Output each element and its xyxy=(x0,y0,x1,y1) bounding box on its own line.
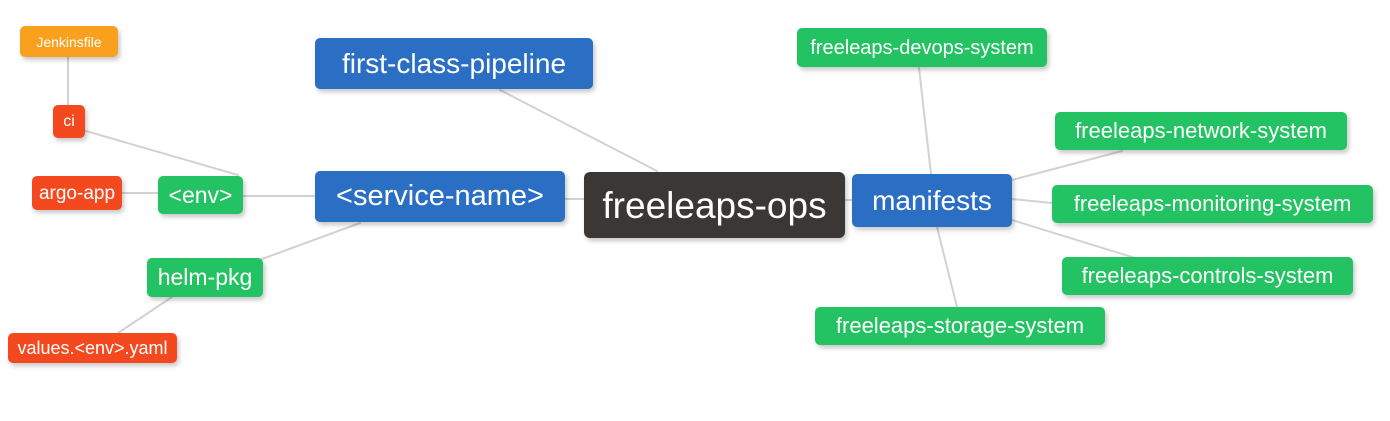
edge-helm-pkg-service-name xyxy=(261,222,361,260)
node-freeleaps-monitoring-system[interactable]: freeleaps-monitoring-system xyxy=(1052,185,1373,223)
node-freeleaps-storage-system[interactable]: freeleaps-storage-system xyxy=(815,307,1105,345)
node-manifests[interactable]: manifests xyxy=(852,174,1012,227)
node-argo-app[interactable]: argo-app xyxy=(32,176,122,210)
edge-manifests-devops-system xyxy=(918,67,932,175)
edge-manifests-monitoring-system xyxy=(1011,198,1053,204)
node-freeleaps-devops-system[interactable]: freeleaps-devops-system xyxy=(797,28,1047,67)
node-first-class-pipeline[interactable]: first-class-pipeline xyxy=(315,38,593,89)
node-env[interactable]: <env> xyxy=(158,176,243,214)
node-freeleaps-ops[interactable]: freeleaps-ops xyxy=(584,172,845,238)
node-helm-pkg[interactable]: helm-pkg xyxy=(147,258,263,297)
node-service-name[interactable]: <service-name> xyxy=(315,171,565,222)
edge-manifests-controls-system xyxy=(1011,219,1136,259)
node-freeleaps-controls-system[interactable]: freeleaps-controls-system xyxy=(1062,257,1353,295)
edge-values-helm-pkg xyxy=(117,296,173,334)
edge-ci-env xyxy=(85,130,239,176)
edge-manifests-network-system xyxy=(1011,150,1123,181)
node-ci[interactable]: ci xyxy=(53,105,85,138)
edge-manifests-storage-system xyxy=(936,226,958,308)
edge-pipeline-ops xyxy=(499,89,658,172)
node-values-env-yaml[interactable]: values.<env>.yaml xyxy=(8,333,177,363)
node-freeleaps-network-system[interactable]: freeleaps-network-system xyxy=(1055,112,1347,150)
node-jenkinsfile[interactable]: Jenkinsfile xyxy=(20,26,118,57)
